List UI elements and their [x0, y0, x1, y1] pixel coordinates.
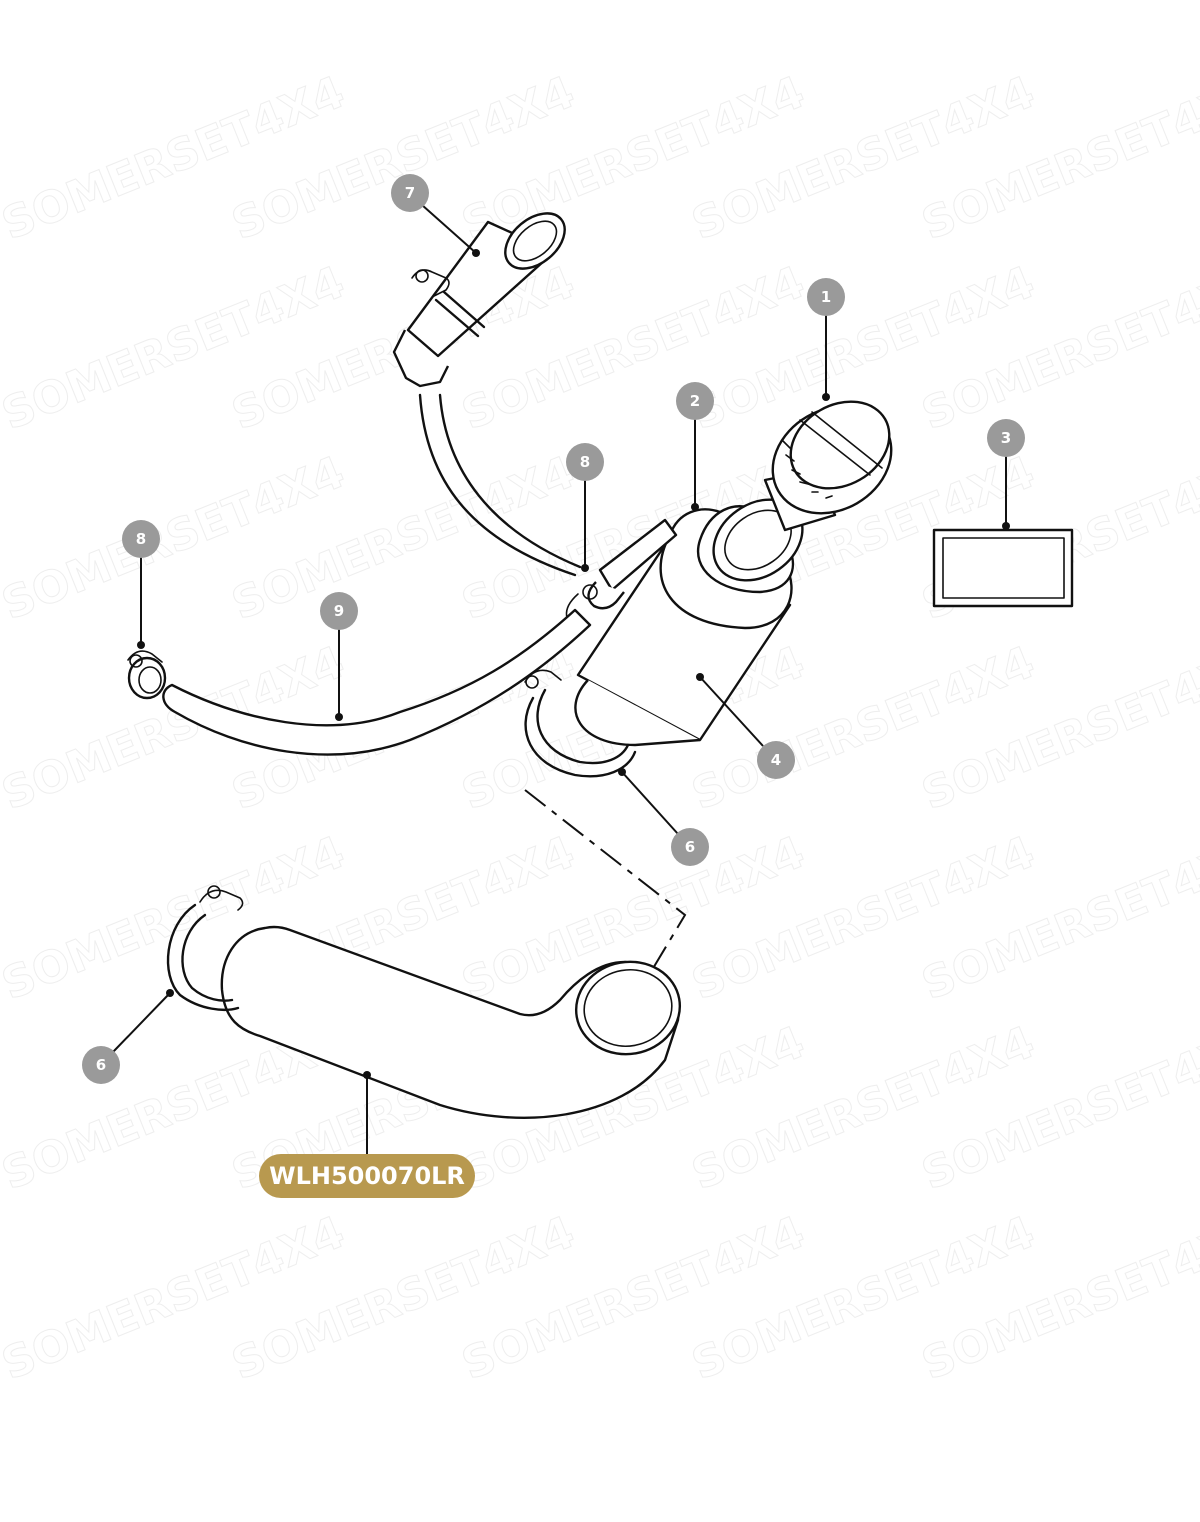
callout-8-right-label: 8 — [580, 453, 590, 471]
callout-4[interactable]: 4 — [757, 741, 795, 779]
part-filler-neck — [565, 498, 804, 747]
callout-6-lower[interactable]: 6 — [82, 1046, 120, 1084]
part-decal — [932, 528, 1074, 608]
callout-8-left[interactable]: 8 — [122, 520, 160, 558]
callout-6-upper[interactable]: 6 — [671, 828, 709, 866]
part-breather-hose — [127, 608, 592, 756]
callout-6-lower-label: 6 — [96, 1056, 106, 1074]
callout-4-label: 4 — [771, 751, 781, 769]
callout-7-label: 7 — [405, 184, 415, 202]
part-vent-pipe — [392, 212, 582, 577]
callout-9-label: 9 — [334, 602, 344, 620]
part-hose-clip-lower — [166, 885, 244, 1011]
callout-6-upper-label: 6 — [685, 838, 695, 856]
callout-7[interactable]: 7 — [391, 174, 429, 212]
callout-2-label: 2 — [690, 392, 700, 410]
callout-1-label: 1 — [821, 288, 831, 306]
callout-3[interactable]: 3 — [987, 419, 1025, 457]
part-hose-clip-upper — [524, 669, 637, 778]
part-filler-cap — [763, 400, 893, 532]
callout-3-label: 3 — [1001, 429, 1011, 447]
callout-2[interactable]: 2 — [676, 382, 714, 420]
part-number-badge[interactable]: WLH500070LR — [259, 1154, 475, 1198]
callout-8-right[interactable]: 8 — [566, 443, 604, 481]
callout-9[interactable]: 9 — [320, 592, 358, 630]
part-fuel-hose — [220, 925, 682, 1119]
callout-8-left-label: 8 — [136, 530, 146, 548]
leader-lines — [112, 204, 1010, 1158]
callout-1[interactable]: 1 — [807, 278, 845, 316]
part-number-label: WLH500070LR — [269, 1162, 465, 1190]
